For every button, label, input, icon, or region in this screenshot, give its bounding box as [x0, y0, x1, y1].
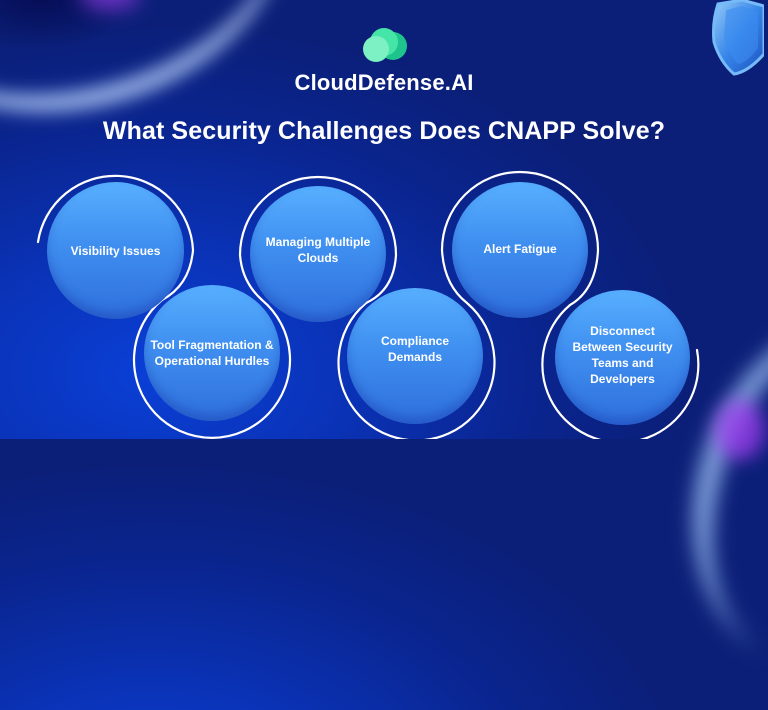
brand-name: CloudDefense.AI: [294, 70, 474, 95]
challenge-tool-fragmentation: Tool Fragmentation & Operational Hurdles: [144, 285, 280, 421]
shield-icon: [712, 0, 764, 76]
logo-cloud-icon: [363, 28, 407, 62]
page-title: What Security Challenges Does CNAPP Solv…: [102, 117, 666, 145]
connector-ring-line: [0, 0, 768, 439]
challenge-disconnect-security-developers: Disconnect Between Security Teams and De…: [555, 290, 690, 425]
background-purple-glow-top-left: [80, 0, 140, 10]
challenge-alert-fatigue: Alert Fatigue: [452, 182, 588, 318]
challenge-label: Compliance Demands: [380, 334, 449, 364]
challenge-label: Visibility Issues: [70, 243, 161, 258]
challenge-label: Managing Multiple Clouds: [265, 235, 371, 265]
challenge-label: Tool Fragmentation & Operational Hurdles: [150, 338, 274, 368]
challenge-label: Disconnect Between Security Teams and De…: [572, 323, 673, 386]
challenge-compliance-demands: Compliance Demands: [347, 288, 483, 424]
challenge-visibility-issues: Visibility Issues: [47, 182, 184, 319]
challenge-label: Alert Fatigue: [483, 242, 557, 256]
challenge-managing-multiple-clouds: Managing Multiple Clouds: [250, 186, 386, 322]
